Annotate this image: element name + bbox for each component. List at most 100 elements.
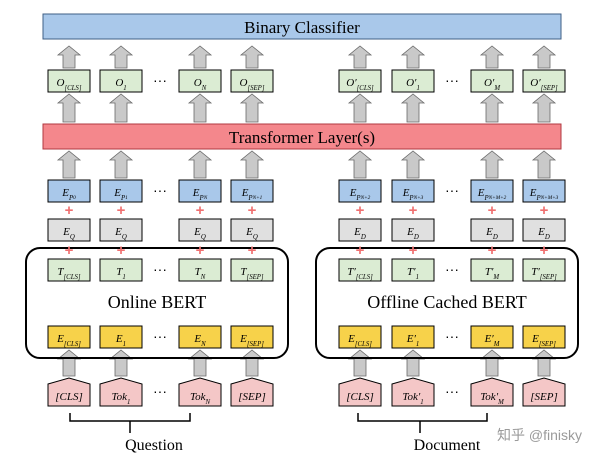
question-hidden-state-3 bbox=[230, 258, 274, 282]
document-token-embedding-3 bbox=[522, 325, 566, 349]
question-input-token-0 bbox=[47, 377, 91, 407]
document-segment-embedding-2 bbox=[470, 218, 514, 242]
question-position-embedding-ellipsis: ··· bbox=[153, 182, 167, 198]
question-hidden-state-ellipsis: ··· bbox=[153, 261, 167, 277]
question-position-embedding-3 bbox=[230, 179, 274, 203]
question-arrow-to-classifier-2 bbox=[187, 45, 213, 69]
question-plus-lower-2: + bbox=[196, 242, 205, 259]
watermark-text: 知乎 @finisky bbox=[497, 427, 582, 443]
document-hidden-state-1 bbox=[391, 258, 435, 282]
question-plus-upper-1: + bbox=[117, 202, 126, 219]
binary-classifier-box bbox=[42, 13, 562, 40]
question-plus-upper-3: + bbox=[248, 202, 257, 219]
question-segment-embedding-2 bbox=[178, 218, 222, 242]
transformer-layer-box bbox=[42, 123, 562, 150]
document-hidden-state-0 bbox=[338, 258, 382, 282]
document-position-embedding-3-label: EPN+M+3 bbox=[529, 187, 559, 202]
document-output-2-label: O′M bbox=[484, 77, 500, 92]
document-input-token-0 bbox=[338, 377, 382, 407]
document-plus-upper-2: + bbox=[488, 202, 497, 219]
binary-classifier-label: Binary Classifier bbox=[244, 18, 360, 37]
document-plus-upper-1: + bbox=[409, 202, 418, 219]
document-arrow-to-classifier-1 bbox=[400, 45, 426, 69]
document-segment-embedding-0-label: ED bbox=[353, 226, 366, 241]
transformer-layer-label: Transformer Layer(s) bbox=[229, 128, 375, 147]
question-hidden-state-3-label: T[SEP] bbox=[240, 266, 264, 281]
document-position-embedding-1-label: EPN+3 bbox=[402, 187, 424, 202]
question-output-0-label: O[CLS] bbox=[57, 77, 82, 92]
document-token-embedding-1-label: E′1 bbox=[406, 333, 420, 348]
question-position-embedding-3-label: EPN+1 bbox=[241, 187, 263, 202]
online-bert-label: Online BERT bbox=[108, 292, 206, 312]
document-segment-embedding-3-label: ED bbox=[537, 226, 550, 241]
offline-bert-box bbox=[315, 247, 579, 359]
question-segment-embedding-3 bbox=[230, 218, 274, 242]
document-output-3 bbox=[522, 69, 566, 93]
document-input-token-3-label: [SEP] bbox=[530, 391, 558, 403]
question-arrow-to-output-0 bbox=[56, 93, 82, 123]
document-position-embedding-3 bbox=[522, 179, 566, 203]
question-segment-embedding-0 bbox=[47, 218, 91, 242]
document-output-1-label: O′1 bbox=[406, 77, 420, 92]
document-hidden-state-3-label: T′[SEP] bbox=[531, 266, 557, 281]
document-arrow-to-classifier-2 bbox=[479, 45, 505, 69]
question-token-embedding-1 bbox=[99, 325, 143, 349]
document-plus-lower-0: + bbox=[356, 242, 365, 259]
document-input-token-0-label: [CLS] bbox=[346, 391, 374, 403]
question-token-embedding-2-label: EN bbox=[193, 333, 206, 348]
question-output-1-label: O1 bbox=[115, 77, 126, 92]
document-token-embedding-ellipsis: ··· bbox=[445, 328, 459, 344]
document-segment-embedding-1-label: ED bbox=[406, 226, 419, 241]
question-hidden-state-1 bbox=[99, 258, 143, 282]
document-input-token-1-label: Tok′1 bbox=[402, 391, 423, 406]
question-token-embedding-3 bbox=[230, 325, 274, 349]
arrow-layer bbox=[56, 45, 557, 377]
document-arrow-token-to-embedding-3 bbox=[531, 349, 557, 377]
document-hidden-state-2 bbox=[470, 258, 514, 282]
document-arrow-to-transformer-2 bbox=[479, 150, 505, 179]
question-plus-lower-0: + bbox=[65, 242, 74, 259]
document-input-token-1 bbox=[391, 377, 435, 407]
question-arrow-to-transformer-3 bbox=[239, 150, 265, 179]
question-arrow-to-classifier-3 bbox=[239, 45, 265, 69]
document-segment-embedding-2-label: ED bbox=[485, 226, 498, 241]
document-input-token-ellipsis: ··· bbox=[445, 383, 459, 399]
question-output-3 bbox=[230, 69, 274, 93]
question-position-embedding-0-label: EP0 bbox=[61, 187, 76, 202]
online-bert-box bbox=[25, 247, 289, 359]
document-hidden-state-1-label: T′1 bbox=[407, 266, 419, 281]
question-position-embedding-1 bbox=[99, 179, 143, 203]
document-plus-upper-0: + bbox=[356, 202, 365, 219]
question-plus-lower-3: + bbox=[248, 242, 257, 259]
question-output-0 bbox=[47, 69, 91, 93]
question-output-ellipsis: ··· bbox=[153, 72, 167, 88]
question-output-1 bbox=[99, 69, 143, 93]
question-position-embedding-2 bbox=[178, 179, 222, 203]
question-arrow-to-output-3 bbox=[239, 93, 265, 123]
question-arrow-token-to-embedding-2 bbox=[187, 349, 213, 377]
question-segment-embedding-0-label: EQ bbox=[62, 226, 75, 241]
document-segment-embedding-0 bbox=[338, 218, 382, 242]
question-segment-embedding-1-label: EQ bbox=[114, 226, 127, 241]
question-input-token-2-label: TokN bbox=[190, 391, 211, 406]
question-hidden-state-1-label: T1 bbox=[116, 266, 126, 281]
document-arrow-to-transformer-3 bbox=[531, 150, 557, 179]
question-position-embedding-0 bbox=[47, 179, 91, 203]
question-position-embedding-1-label: EP1 bbox=[113, 187, 128, 202]
question-plus-upper-0: + bbox=[65, 202, 74, 219]
document-plus-lower-3: + bbox=[540, 242, 549, 259]
question-plus-upper-2: + bbox=[196, 202, 205, 219]
question-input-token-1-label: Tok1 bbox=[112, 391, 131, 406]
document-arrow-to-output-3 bbox=[531, 93, 557, 123]
question-arrow-to-transformer-0 bbox=[56, 150, 82, 179]
document-hidden-state-ellipsis: ··· bbox=[445, 261, 459, 277]
document-label: Document bbox=[414, 437, 481, 454]
document-plus-upper-3: + bbox=[540, 202, 549, 219]
document-output-0 bbox=[338, 69, 382, 93]
question-segment-embedding-3-label: EQ bbox=[245, 226, 258, 241]
question-token-embedding-0 bbox=[47, 325, 91, 349]
question-arrow-to-classifier-1 bbox=[108, 45, 134, 69]
document-segment-embedding-1 bbox=[391, 218, 435, 242]
document-hidden-state-3 bbox=[522, 258, 566, 282]
